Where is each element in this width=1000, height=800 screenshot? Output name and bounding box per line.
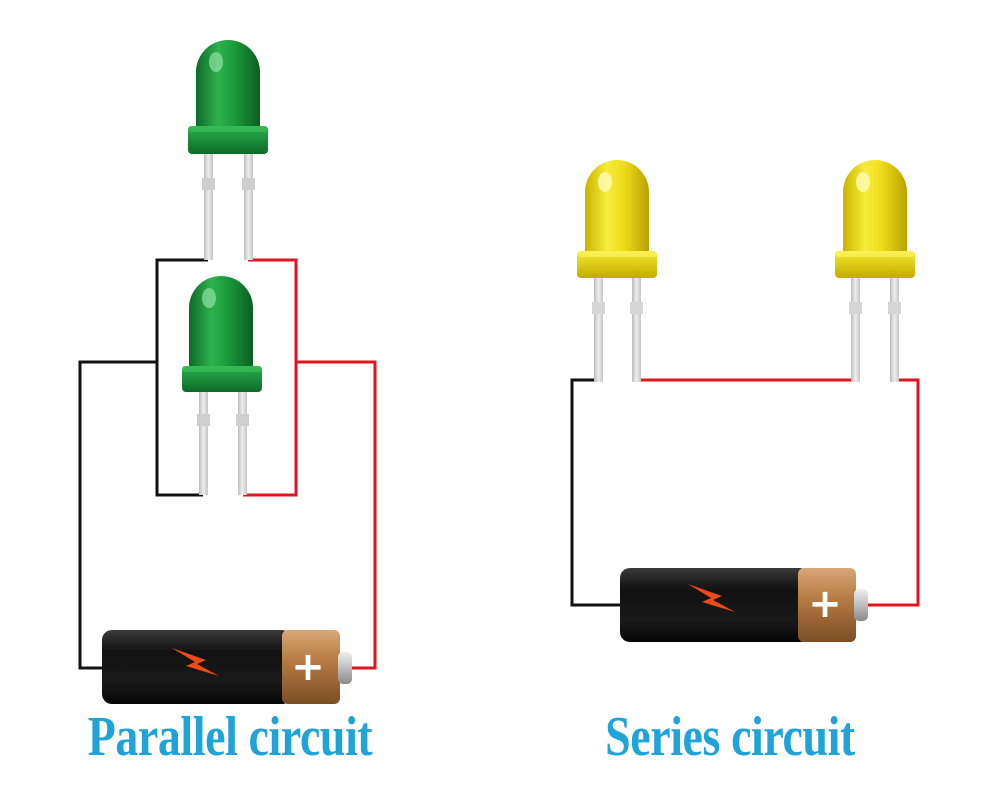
- led-leads: [197, 388, 249, 495]
- series-circuit: +: [570, 160, 920, 642]
- yellow-led-right: [835, 160, 915, 382]
- battery-plus-symbol: +: [291, 644, 325, 690]
- led-leads: [592, 276, 643, 382]
- parallel-circuit-caption: Parallel circuit: [87, 706, 373, 768]
- led-leads: [849, 276, 901, 382]
- parallel-negative-wire: [78, 258, 208, 670]
- parallel-circuit: +: [78, 40, 377, 704]
- yellow-led-left: [577, 160, 657, 382]
- green-led-top: [188, 40, 268, 260]
- series-circuit-caption: Series circuit: [605, 706, 855, 768]
- lightning-icon: [172, 648, 219, 676]
- parallel-positive-wire: [243, 258, 377, 670]
- series-positive-wire: [637, 378, 920, 607]
- battery-plus-symbol: +: [808, 581, 842, 627]
- lightning-icon: [688, 584, 735, 612]
- led-leads: [202, 150, 255, 260]
- series-battery: +: [620, 568, 868, 642]
- series-negative-wire: [570, 378, 624, 607]
- green-led-middle: [182, 276, 262, 495]
- parallel-battery: +: [102, 630, 352, 704]
